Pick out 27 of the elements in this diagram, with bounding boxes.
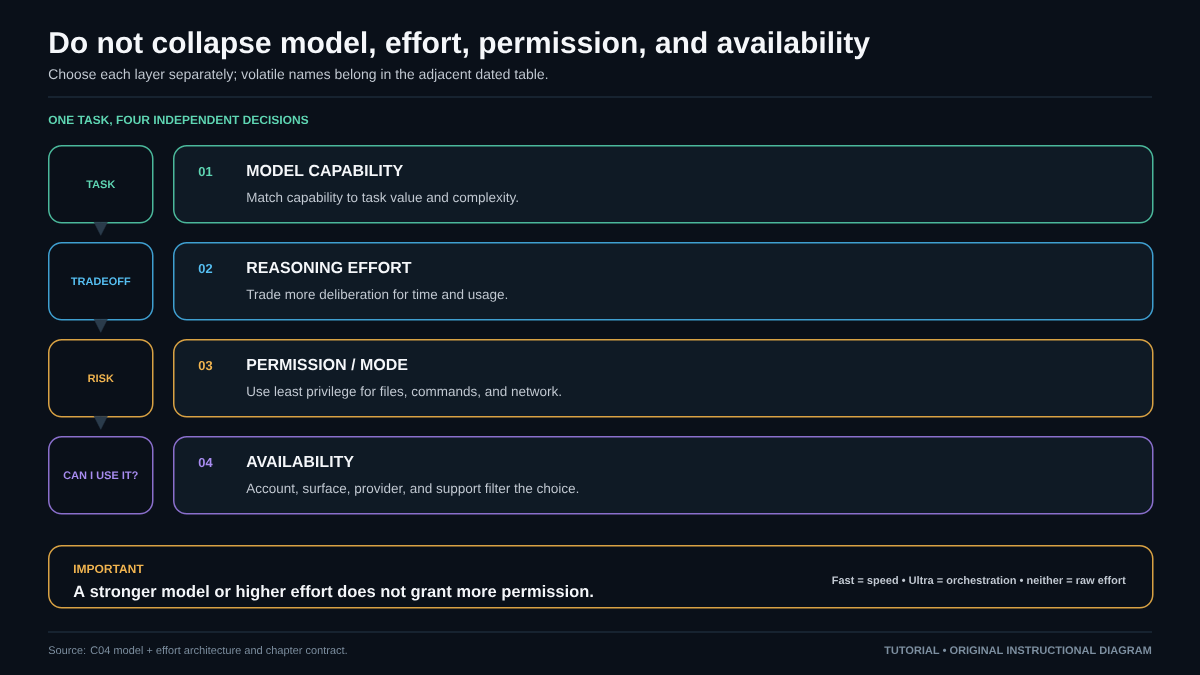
footer-text: TUTORIAL • ORIGINAL INSTRUCTIONAL DIAGRAM [884, 646, 1152, 655]
step-box: CAN I USE IT? [48, 436, 154, 515]
step-number: 02 [198, 263, 213, 274]
section-heading: ONE TASK, FOUR INDEPENDENT DECISIONS [48, 115, 309, 126]
arrow [93, 318, 108, 333]
card-heading: PERMISSION / MODE [247, 358, 408, 371]
step-box: TASK [48, 145, 154, 224]
arrow [93, 415, 108, 430]
card-text: Match capability to task value and complexity. [247, 192, 518, 205]
step-number: 04 [198, 457, 213, 468]
callout-heading: IMPORTANT [74, 564, 144, 574]
note-text: Fast = speed • Ultra = orchestration • neither = raw effort [832, 576, 1126, 587]
title: Do not collapse model, effort, permission, and availability [50, 31, 870, 60]
subtitle: Choose each layer separately; volatile names belong in the adjacent dated table. [48, 68, 548, 82]
step-box: RISK [48, 339, 154, 418]
step-number: 03 [198, 360, 213, 371]
source-note: Source: C04 model + effort architecture and chapter contract. [48, 646, 347, 657]
card-heading: AVAILABILITY [246, 456, 354, 467]
card-text: Trade more deliberation for time and usage. [246, 289, 508, 302]
card-heading: REASONING EFFORT [247, 261, 412, 274]
callout-text: A stronger model or higher effort does not grant more permission. [73, 585, 593, 601]
arrow [93, 221, 108, 236]
card-text: Account, surface, provider, and support filter the choice. [246, 483, 579, 496]
card-heading: MODEL CAPABILITY [247, 164, 403, 177]
step-box: TRADEOFF [48, 242, 154, 321]
card-text: Use least privilege for files, commands, and network. [247, 386, 561, 399]
step-number: 01 [198, 166, 213, 177]
